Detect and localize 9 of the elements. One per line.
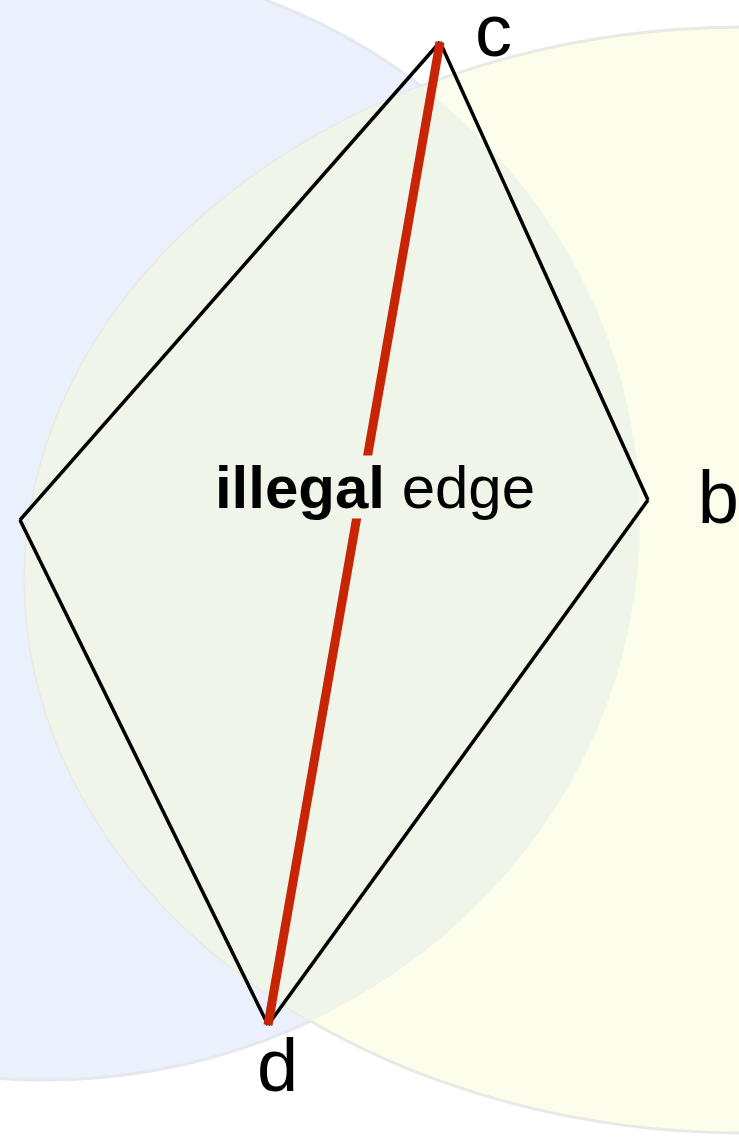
edge-line: [266, 498, 650, 1027]
edge-line: [18, 40, 442, 522]
vertex-label: d: [256, 1029, 299, 1103]
edge-line: [18, 519, 270, 1026]
vertex-label: b: [697, 460, 739, 535]
vertex-label: c: [475, 0, 512, 68]
edge-line: [438, 41, 650, 501]
vertex-point: [19, 519, 22, 522]
highlighted-edge: [263, 41, 445, 1026]
